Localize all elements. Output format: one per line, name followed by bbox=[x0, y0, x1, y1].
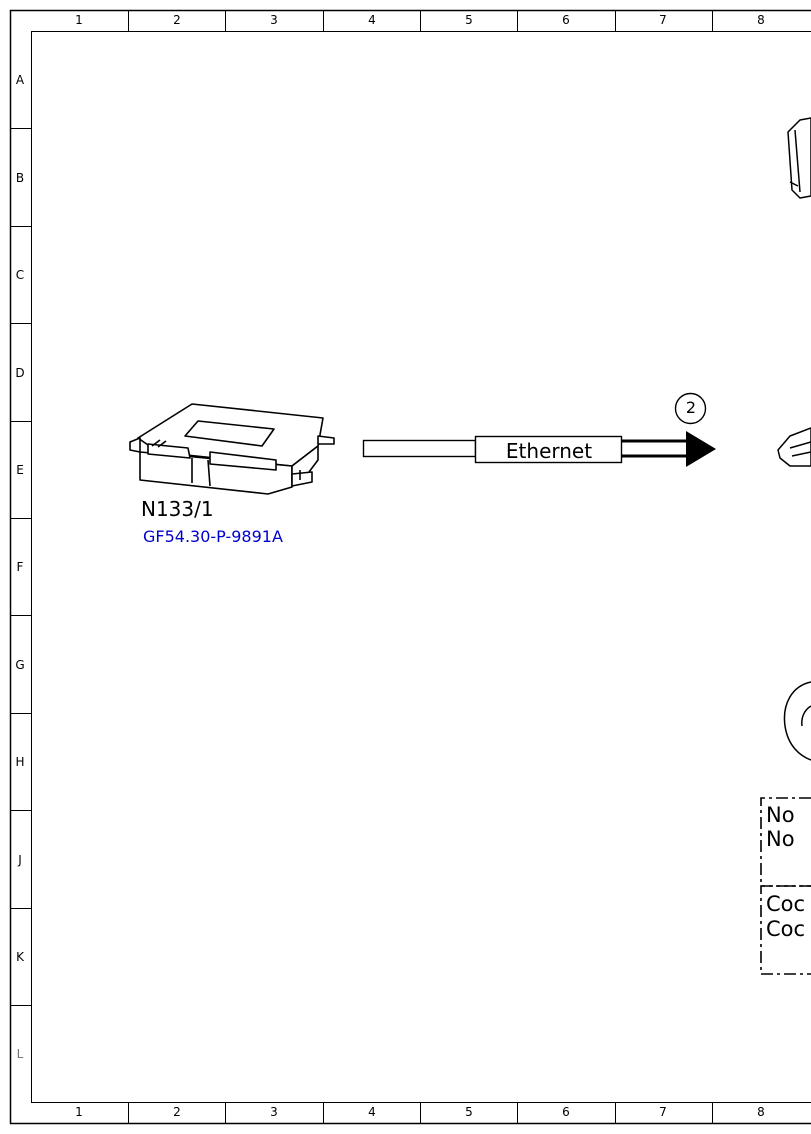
grid-col-5-bottom: 5 bbox=[465, 1105, 473, 1119]
grid-row-h: H bbox=[15, 755, 25, 769]
grid-row-e: E bbox=[16, 463, 24, 477]
right-component-middle bbox=[777, 427, 811, 467]
note-line-2: No bbox=[766, 827, 795, 851]
grid-col-3-top: 3 bbox=[270, 13, 278, 27]
grid-col-5-top: 5 bbox=[465, 13, 473, 27]
left-row-ticks bbox=[10, 128, 31, 1006]
note-line-4: Coc bbox=[766, 917, 806, 941]
top-column-ticks bbox=[128, 10, 713, 31]
grid-row-g: G bbox=[15, 658, 25, 672]
grid-row-d: D bbox=[15, 366, 25, 380]
grid-col-3-bottom: 3 bbox=[270, 1105, 278, 1119]
grid-row-j: J bbox=[18, 853, 22, 867]
grid-col-1-bottom: 1 bbox=[75, 1105, 83, 1119]
callout-number: 2 bbox=[685, 398, 697, 417]
note-line-1: No bbox=[766, 803, 795, 827]
grid-col-6-bottom: 6 bbox=[562, 1105, 570, 1119]
grid-row-f: F bbox=[16, 560, 24, 574]
grid-row-a: A bbox=[15, 73, 25, 87]
right-component-top bbox=[787, 117, 811, 199]
grid-col-1-top: 1 bbox=[75, 13, 83, 27]
ethernet-label-box bbox=[474, 435, 623, 464]
grid-col-4-top: 4 bbox=[368, 13, 376, 27]
grid-row-l: L bbox=[16, 1047, 24, 1061]
outer-frame bbox=[9, 9, 811, 1125]
note-boxes bbox=[760, 797, 811, 975]
control-unit-drawing bbox=[129, 403, 335, 495]
note-box-lower bbox=[760, 885, 811, 975]
arrow-head bbox=[686, 431, 716, 467]
callout-circle bbox=[674, 392, 707, 425]
component-reference-link[interactable]: GF54.30-P-9891A bbox=[143, 527, 283, 546]
grid-row-c: C bbox=[15, 268, 25, 282]
ethernet-label: Ethernet bbox=[505, 439, 593, 463]
right-component-lower bbox=[783, 681, 811, 761]
grid-col-7-top: 7 bbox=[659, 13, 667, 27]
grid-col-2-top: 2 bbox=[173, 13, 181, 27]
grid-col-7-bottom: 7 bbox=[659, 1105, 667, 1119]
component-name: N133/1 bbox=[141, 497, 214, 521]
grid-row-b: B bbox=[15, 171, 25, 185]
inner-frame bbox=[31, 31, 811, 1103]
grid-col-8-top: 8 bbox=[757, 13, 765, 27]
cable-segment-left bbox=[362, 439, 477, 458]
ethernet-connection bbox=[362, 431, 716, 467]
grid-col-6-top: 6 bbox=[562, 13, 570, 27]
bottom-column-ticks bbox=[128, 1102, 713, 1123]
grid-col-8-bottom: 8 bbox=[757, 1105, 765, 1119]
grid-row-k: K bbox=[16, 950, 24, 964]
grid-col-4-bottom: 4 bbox=[368, 1105, 376, 1119]
note-line-3: Coc bbox=[766, 892, 806, 916]
grid-col-2-bottom: 2 bbox=[173, 1105, 181, 1119]
